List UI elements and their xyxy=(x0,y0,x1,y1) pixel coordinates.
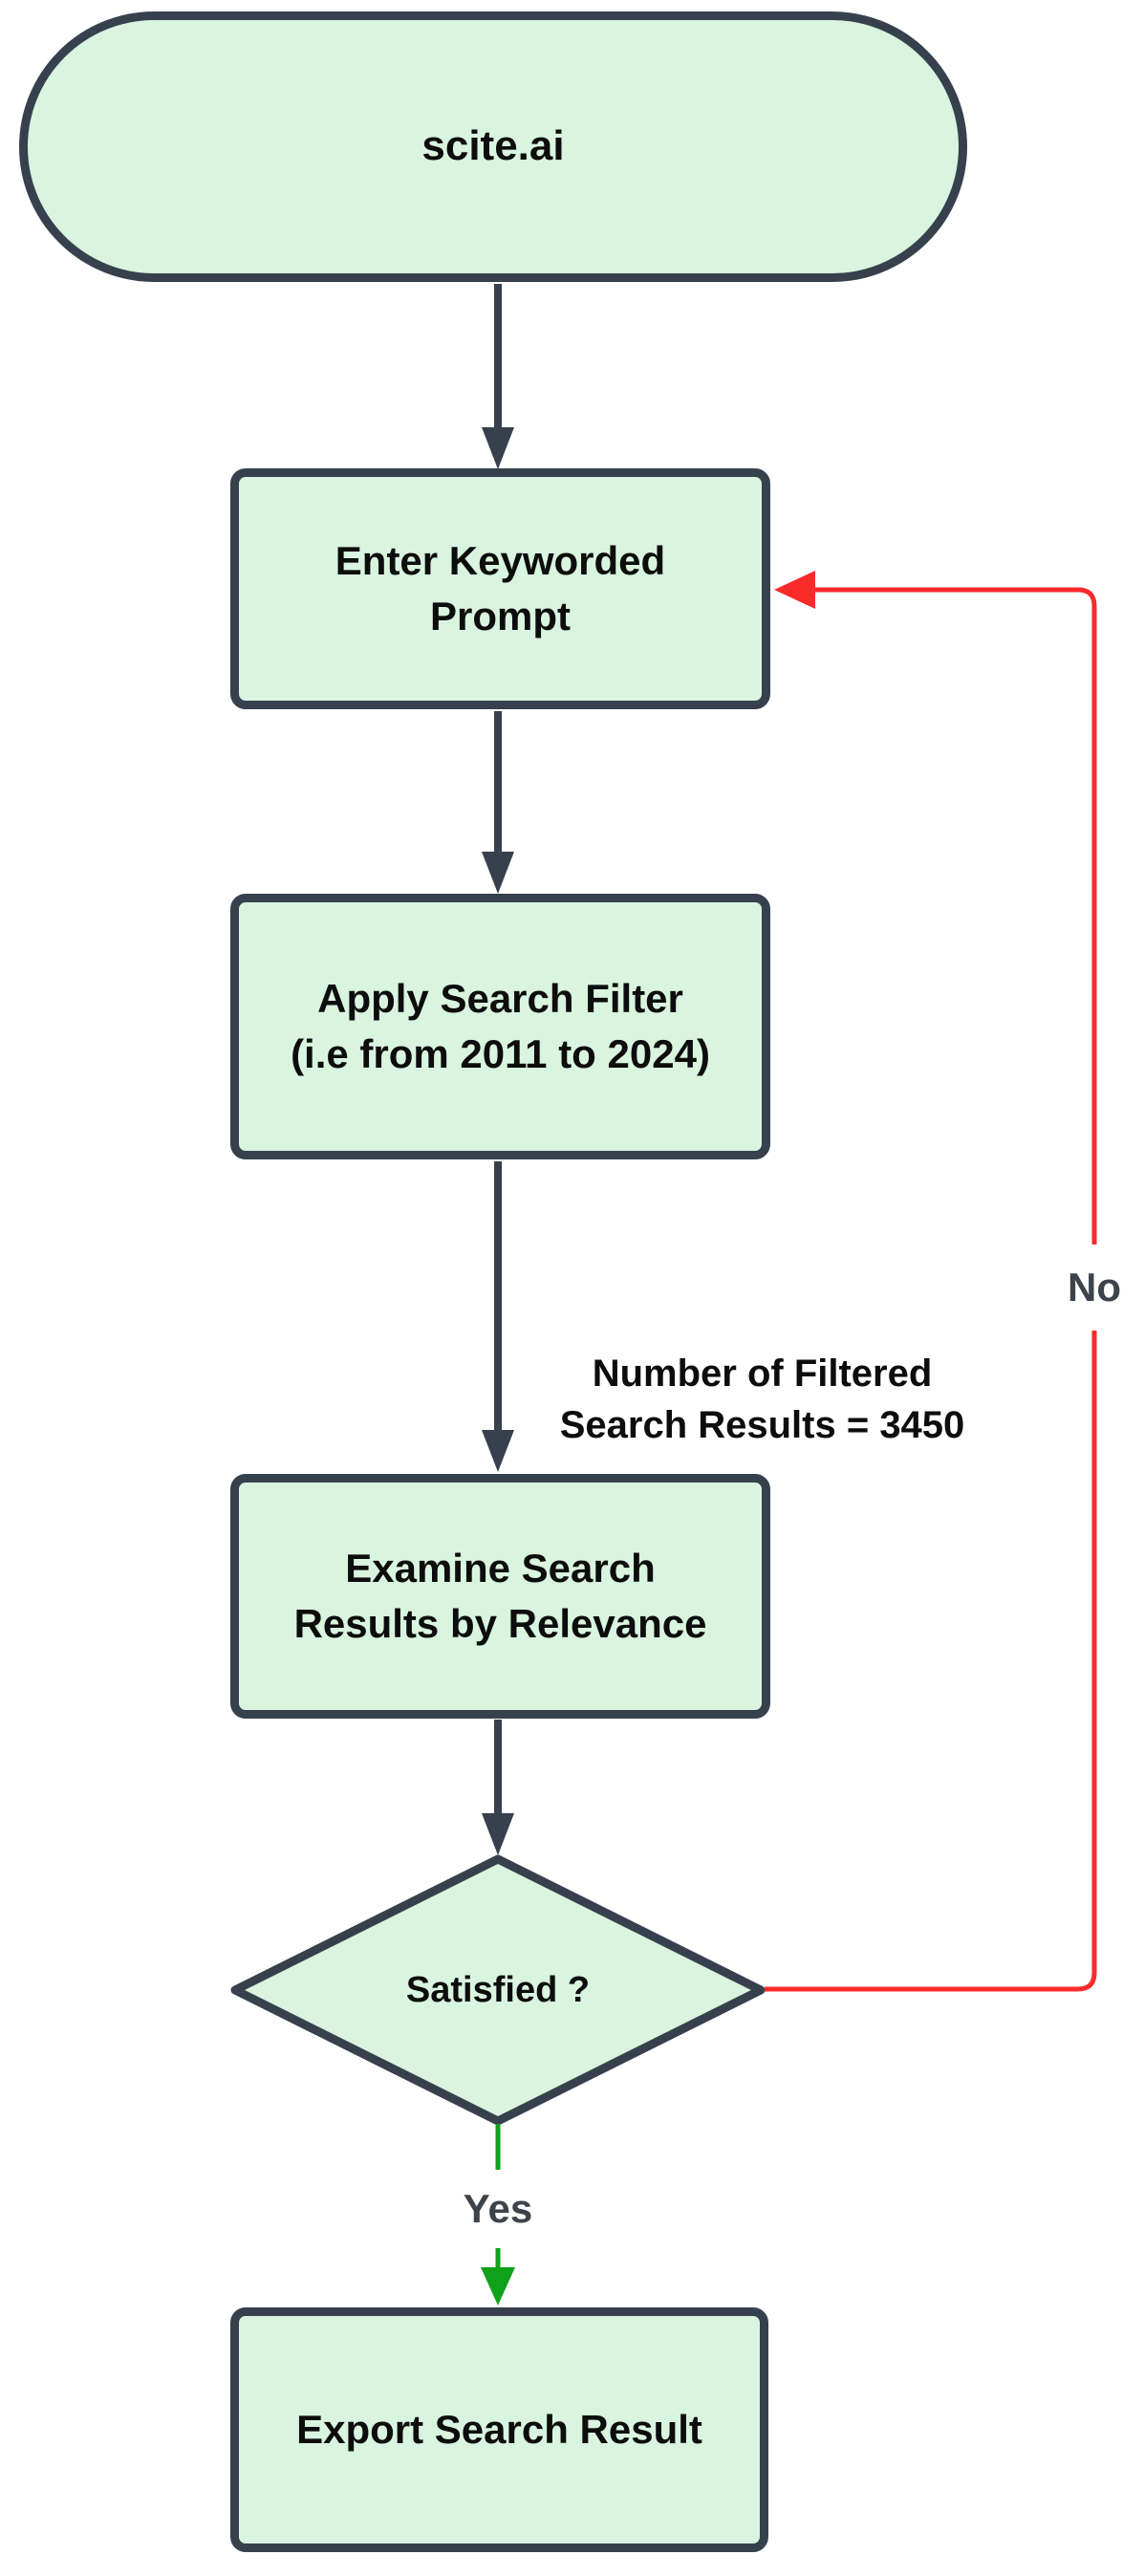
node-start-label: scite.ai xyxy=(421,122,565,170)
node-apply-search-filter: Apply Search Filter (i.e from 2011 to 20… xyxy=(230,894,770,1159)
node-label-line: (i.e from 2011 to 2024) xyxy=(291,1031,710,1076)
node-examine-search-results: Examine Search Results by Relevance xyxy=(230,1474,770,1719)
no-branch-label: No xyxy=(1068,1265,1121,1310)
arrowhead-down-icon xyxy=(481,2267,515,2305)
filtered-count-line: Search Results = 3450 xyxy=(559,1404,965,1446)
edge-no-loop-lower xyxy=(765,1331,1097,1992)
node-label-line: Apply Search Filter xyxy=(317,976,683,1022)
arrowhead-down-icon xyxy=(482,427,514,469)
arrowhead-down-icon xyxy=(482,1430,514,1472)
arrowhead-down-icon xyxy=(482,1813,514,1855)
decision-label: Satisfied ? xyxy=(405,1969,591,2010)
decision-diamond xyxy=(230,1854,766,2126)
node-label-line: Examine Search xyxy=(345,1546,656,1591)
arrowhead-down-icon xyxy=(482,852,514,894)
node-label-line: Export Search Result xyxy=(296,2407,702,2453)
node-enter-keyworded-prompt: Enter Keyworded Prompt xyxy=(230,468,770,709)
filtered-count-line: Number of Filtered xyxy=(592,1353,933,1395)
node-start-scite-ai: scite.ai xyxy=(19,11,967,282)
node-export-search-result: Export Search Result xyxy=(230,2307,768,2552)
node-label-line: Results by Relevance xyxy=(293,1601,707,1646)
edge-no-loop-upper xyxy=(815,587,1097,1245)
node-decision-satisfied: Satisfied ? xyxy=(235,1859,761,2121)
yes-branch-label: Yes xyxy=(463,2186,533,2231)
node-label-line: Prompt xyxy=(430,594,571,639)
arrowhead-left-icon xyxy=(774,571,815,609)
filtered-results-count-label: Number of Filtered Search Results = 3450 xyxy=(521,1348,1004,1451)
node-label-line: Enter Keyworded xyxy=(335,538,666,584)
